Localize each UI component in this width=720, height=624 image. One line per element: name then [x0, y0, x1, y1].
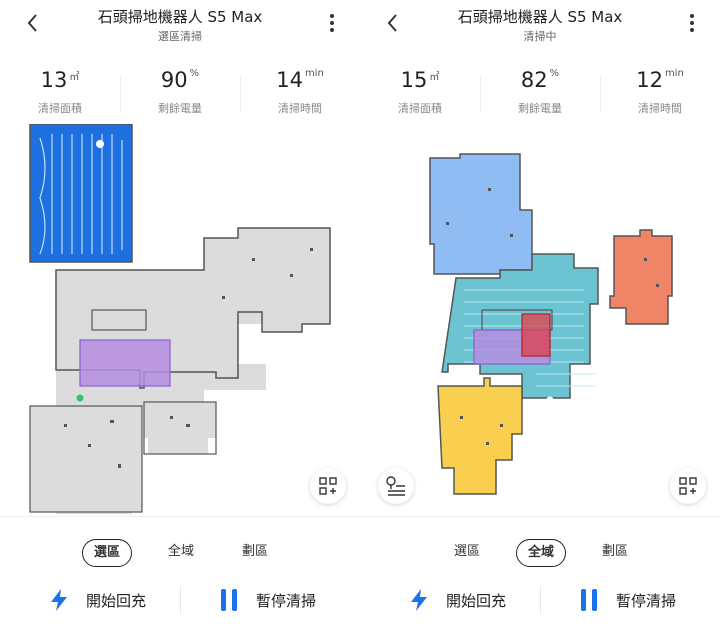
stat-battery-value: 90	[160, 68, 188, 92]
top-bar: 石頭掃地機器人 S5 Max 清掃中	[360, 0, 720, 48]
mode-draw[interactable]: 劃區	[601, 544, 628, 559]
device-title: 石頭掃地機器人 S5 Max	[97, 8, 263, 26]
stat-time-value: 12	[636, 68, 663, 92]
device-status: 清掃中	[523, 30, 557, 43]
pause-icon	[221, 589, 237, 611]
stat-time-label: 清掃時間	[638, 102, 682, 115]
divider	[540, 587, 541, 613]
map-pin-list-icon[interactable]	[378, 468, 414, 504]
cleaning-map[interactable]	[0, 124, 360, 516]
mode-zone[interactable]: 選區	[82, 539, 132, 567]
chevron-left-icon[interactable]	[20, 10, 46, 36]
stat-time-value: 14	[276, 68, 303, 92]
mode-full[interactable]: 全域	[516, 539, 566, 567]
top-bar: 石頭掃地機器人 S5 Max 選區清掃	[0, 0, 360, 48]
bottom-controls: 選區 全域 劃區 開始回充 暫停清掃	[0, 516, 360, 624]
grid-plus-icon[interactable]	[310, 468, 346, 504]
divider	[180, 587, 181, 613]
stat-area-label: 清掃面積	[38, 102, 82, 115]
pause-cleaning-label: 暫停清掃	[256, 592, 317, 610]
device-status: 選區清掃	[158, 30, 202, 43]
stat-time-unit: min	[664, 68, 684, 79]
room-yellow[interactable]	[437, 377, 523, 495]
mode-selector: 選區 全域 劃區	[360, 539, 720, 569]
pause-icon	[581, 589, 597, 611]
room-light-blue[interactable]	[429, 153, 533, 275]
grid-plus-icon[interactable]	[670, 468, 706, 504]
floor-gray	[29, 227, 331, 514]
stat-time-unit: min	[304, 68, 324, 79]
divider	[480, 76, 481, 112]
stat-battery: 82% 剩餘電量	[480, 66, 600, 122]
lightning-icon	[51, 589, 67, 611]
divider	[600, 76, 601, 112]
stat-battery-value: 82	[520, 68, 548, 92]
bottom-controls: 選區 全域 劃區 開始回充 暫停清掃	[360, 516, 720, 624]
robot-dock-icon	[76, 394, 84, 402]
stat-area-unit: ㎡	[69, 72, 80, 83]
stat-battery-unit: %	[549, 68, 560, 79]
lightning-icon	[411, 589, 427, 611]
chevron-left-icon[interactable]	[380, 10, 406, 36]
stat-time-label: 清掃時間	[278, 102, 322, 115]
mode-selector: 選區 全域 劃區	[0, 539, 360, 569]
divider	[240, 76, 241, 112]
divider	[120, 76, 121, 112]
cleaning-map[interactable]	[360, 124, 720, 516]
zone-purple[interactable]	[79, 339, 171, 387]
action-row: 開始回充 暫停清掃	[360, 583, 720, 617]
zone-red[interactable]	[521, 313, 551, 357]
stat-area-value: 15	[400, 68, 428, 92]
stat-battery-unit: %	[189, 68, 200, 79]
stat-area-label: 清掃面積	[398, 102, 442, 115]
stat-area-value: 13	[40, 68, 68, 92]
pause-cleaning-label: 暫停清掃	[616, 592, 677, 610]
more-vertical-icon[interactable]	[682, 10, 702, 36]
room-orange[interactable]	[609, 229, 673, 325]
start-recharge-label: 開始回充	[86, 592, 147, 610]
mode-zone[interactable]: 選區	[453, 544, 480, 559]
stat-battery-label: 剩餘電量	[158, 102, 202, 115]
action-row: 開始回充 暫停清掃	[0, 583, 360, 617]
mode-draw[interactable]: 劃區	[241, 544, 268, 559]
room-teal[interactable]	[441, 253, 599, 404]
stat-area-unit: ㎡	[429, 72, 440, 83]
start-recharge-label: 開始回充	[446, 592, 507, 610]
more-vertical-icon[interactable]	[322, 10, 342, 36]
stat-battery: 90% 剩餘電量	[120, 66, 240, 122]
mode-full[interactable]: 全域	[167, 544, 194, 559]
device-title: 石頭掃地機器人 S5 Max	[457, 8, 623, 26]
stat-battery-label: 剩餘電量	[518, 102, 562, 115]
room-selected-blue[interactable]	[29, 124, 133, 263]
